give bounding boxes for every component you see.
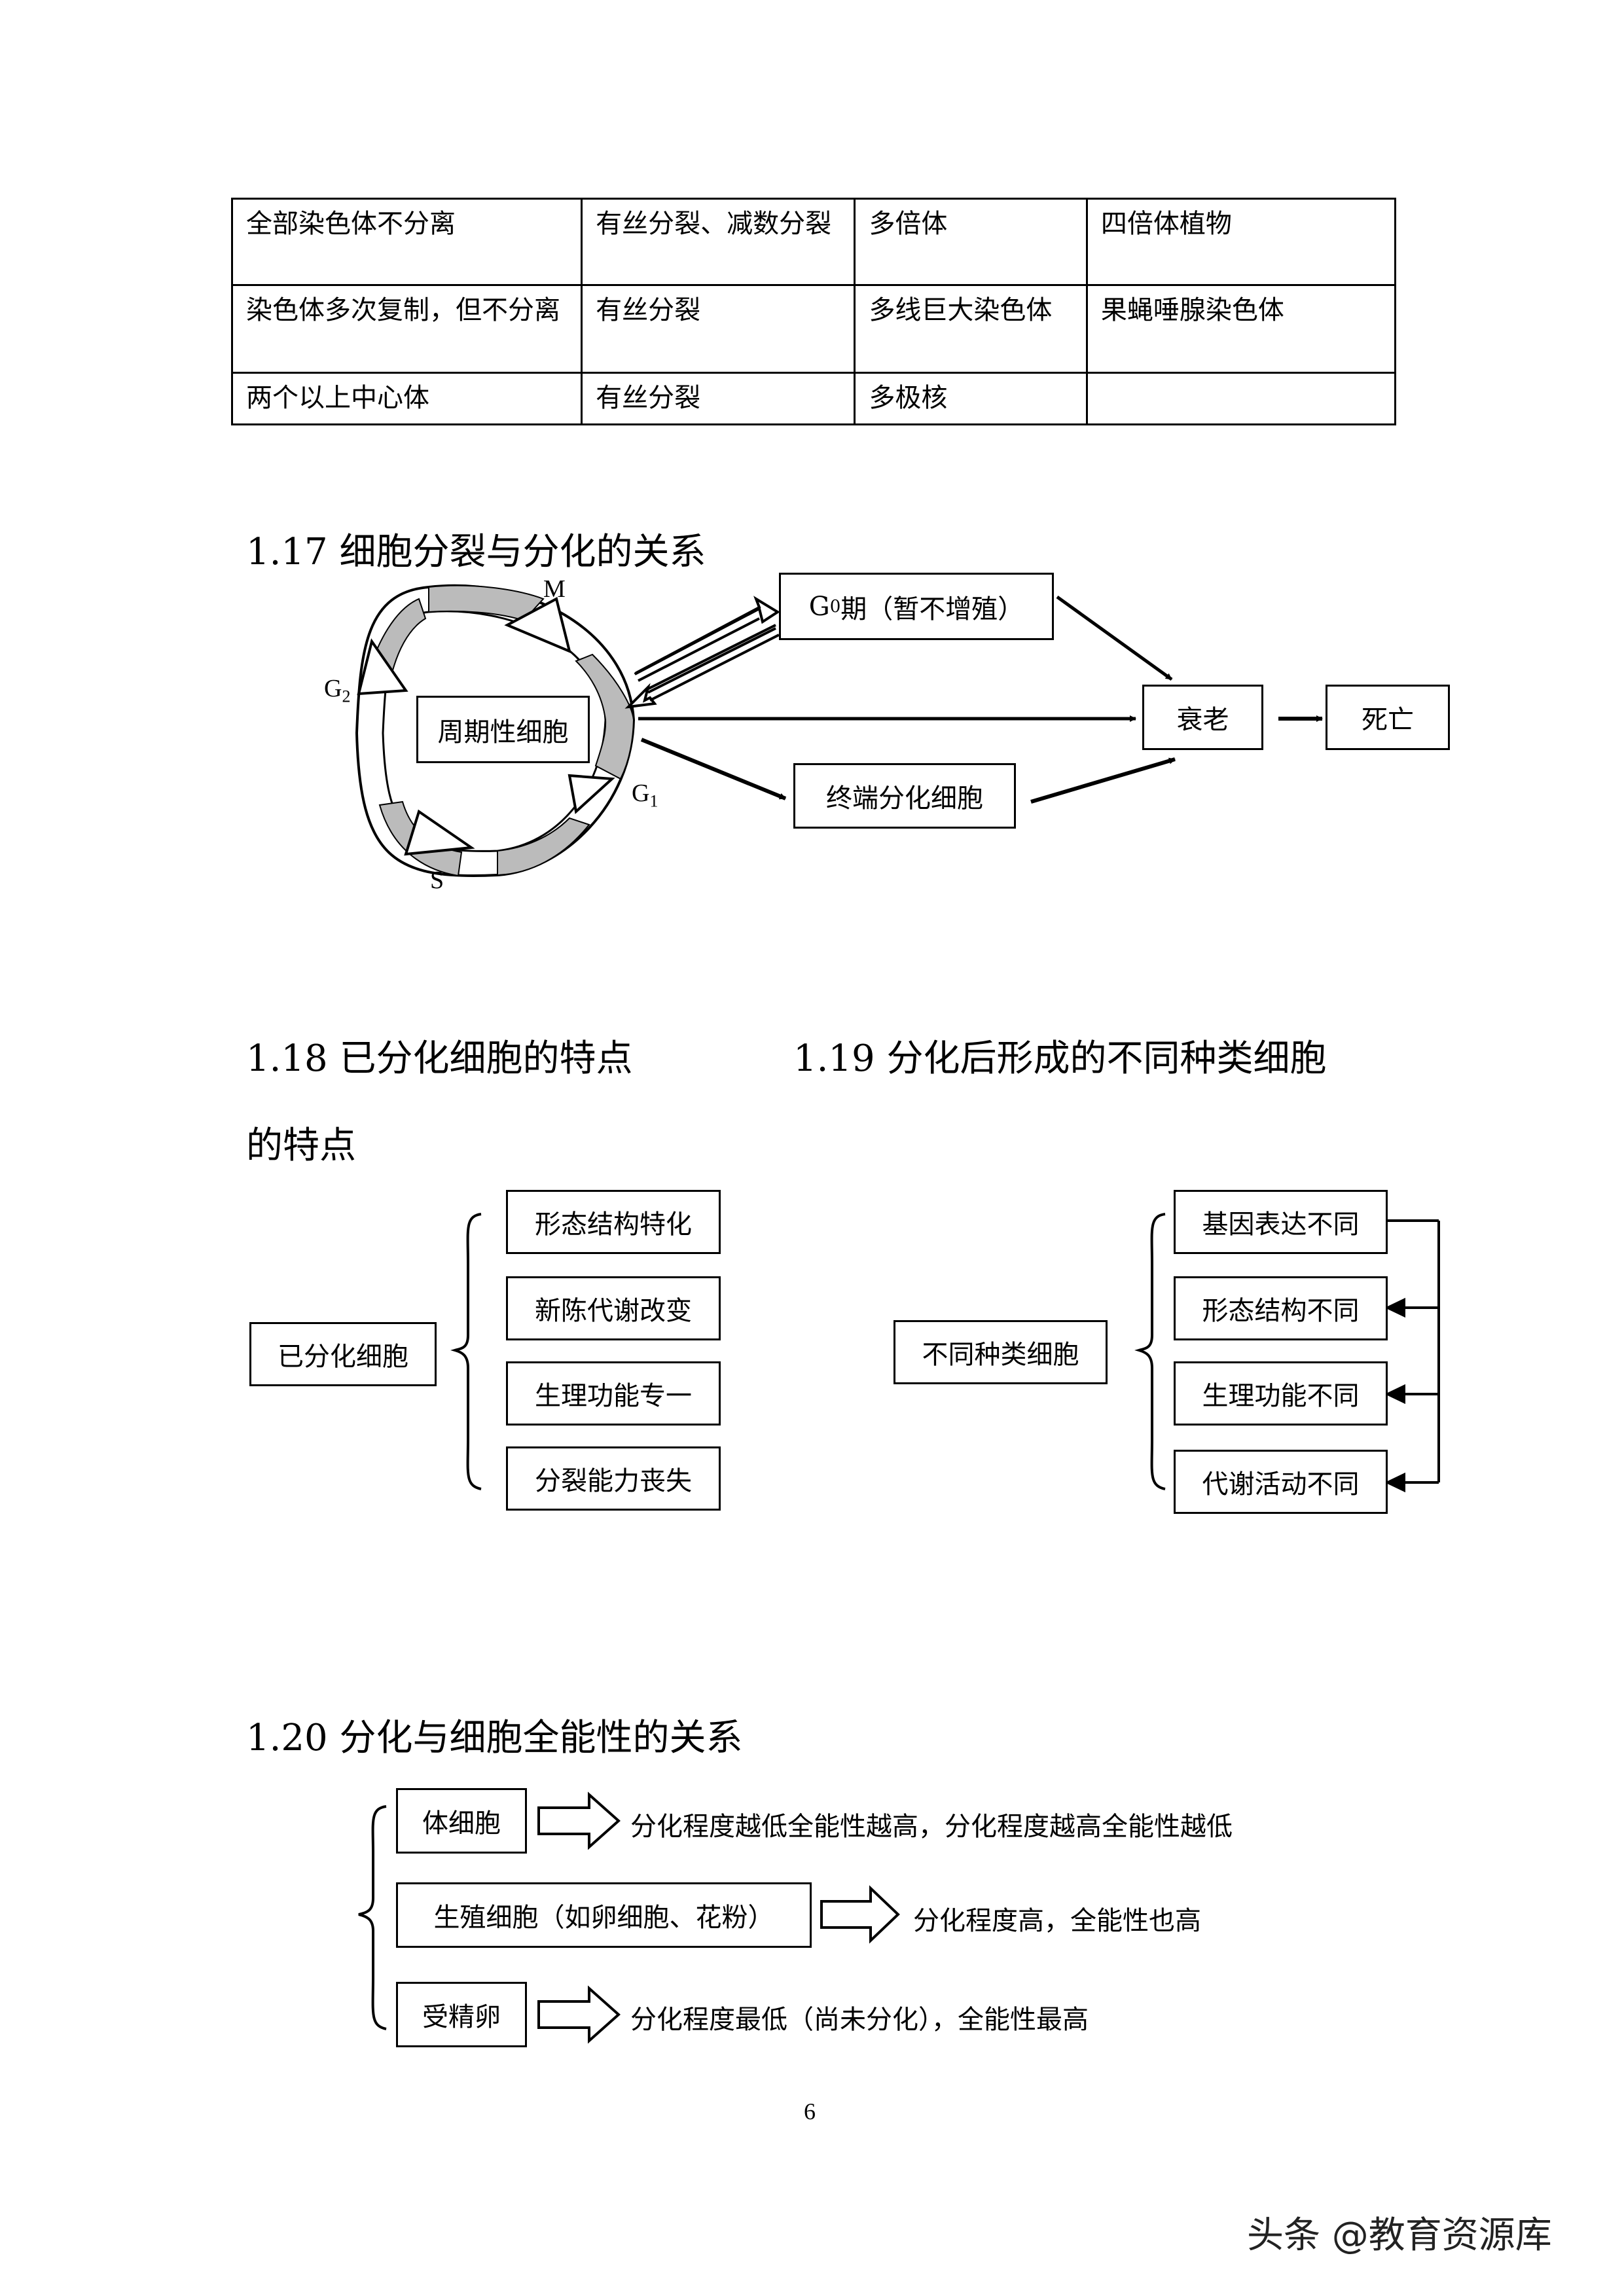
g0-sub: 0 [829,596,841,617]
brace-left-1-18 [450,1213,482,1490]
table-cell: 果蝇唾腺染色体 [1085,284,1397,374]
table-cell: 多线巨大染色体 [854,284,1088,374]
periodic-cell-box: 周期性细胞 [416,696,590,763]
page-number: 6 [804,2098,816,2125]
double-arrow-g0 [624,596,780,709]
section-heading-1-20: 1.20 分化与细胞全能性的关系 [246,1717,743,1759]
phase-label-g1: G1 [632,779,658,812]
section-heading-1-19-cont: 的特点 [246,1124,356,1167]
somatic-cell-box: 体细胞 [396,1788,527,1854]
section-heading-1-17: 1.17 细胞分裂与分化的关系 [246,531,706,573]
table-cell: 有丝分裂 [581,284,856,374]
g2-main: G [324,675,342,702]
phase-label-m: M [543,575,566,603]
differentiated-feature-4: 分裂能力丧失 [506,1446,721,1511]
watermark: 头条 @教育资源库 [1247,2214,1552,2257]
section-heading-1-18: 1.18 已分化细胞的特点 [246,1037,633,1080]
differentiated-feature-2: 新陈代谢改变 [506,1276,721,1340]
table-cell: 全部染色体不分离 [230,198,583,286]
table-cell: 两个以上中心体 [230,372,583,425]
brace-right-1-19 [1134,1213,1166,1490]
feature-connector-lines [1384,1219,1440,1493]
table-cell [1085,372,1397,425]
arrow-g0-to-aging [1056,595,1173,681]
differentiated-feature-3: 生理功能专一 [506,1361,721,1426]
cell-abnormality-table: 全部染色体不分离 有丝分裂、减数分裂 多倍体 四倍体植物 染色体多次复制，但不分… [230,198,1397,425]
cell-type-feature-1: 基因表达不同 [1174,1190,1388,1254]
outline-arrows [537,1791,900,2044]
table-row: 染色体多次复制，但不分离 有丝分裂 多线巨大染色体 果蝇唾腺染色体 [230,284,1397,374]
section-heading-1-19: 1.19 分化后形成的不同种类细胞 [793,1037,1327,1080]
differentiated-feature-1: 形态结构特化 [506,1190,721,1254]
table-cell: 有丝分裂 [581,372,856,425]
g1-main: G [632,780,650,807]
g1-sub: 1 [649,791,659,811]
terminal-cell-box: 终端分化细胞 [793,763,1016,829]
table-cell: 有丝分裂、减数分裂 [581,198,856,286]
zygote-desc: 分化程度最低（尚未分化），全能性最高 [630,2005,1089,2035]
death-box: 死亡 [1326,685,1450,750]
germ-cell-desc: 分化程度高，全能性也高 [913,1906,1201,1936]
germ-cell-box: 生殖细胞（如卵细胞、花粉） [396,1882,812,1948]
brace-1-20 [358,1805,387,2030]
arrow-cycle-to-terminal [640,738,787,800]
zygote-box: 受精卵 [396,1982,527,2047]
g2-sub: 2 [342,687,351,706]
phase-label-g2: G2 [324,674,350,707]
table-cell: 多倍体 [854,198,1088,286]
g0-rest: 期（暂不增殖） [840,594,1024,624]
table-cell: 四倍体植物 [1085,198,1397,286]
cell-type-feature-4: 代谢活动不同 [1174,1450,1388,1514]
g0-main: G [808,591,830,622]
table-cell: 染色体多次复制，但不分离 [230,284,583,374]
table-row: 全部染色体不分离 有丝分裂、减数分裂 多倍体 四倍体植物 [230,198,1397,286]
differentiated-cell-root: 已分化细胞 [249,1322,437,1386]
cell-cycle-ring [355,584,636,878]
cell-types-root: 不同种类细胞 [893,1320,1108,1384]
cycle-arrowheads [357,597,615,856]
cell-type-feature-2: 形态结构不同 [1174,1276,1388,1340]
aging-box: 衰老 [1142,685,1263,750]
table-row: 两个以上中心体 有丝分裂 多极核 [230,372,1397,425]
arrow-terminal-to-aging [1030,757,1176,804]
cell-type-feature-3: 生理功能不同 [1174,1361,1388,1426]
table-cell: 多极核 [854,372,1088,425]
phase-label-s: S [430,867,444,894]
somatic-cell-desc: 分化程度越低全能性越高，分化程度越高全能性越低 [630,1812,1233,1842]
